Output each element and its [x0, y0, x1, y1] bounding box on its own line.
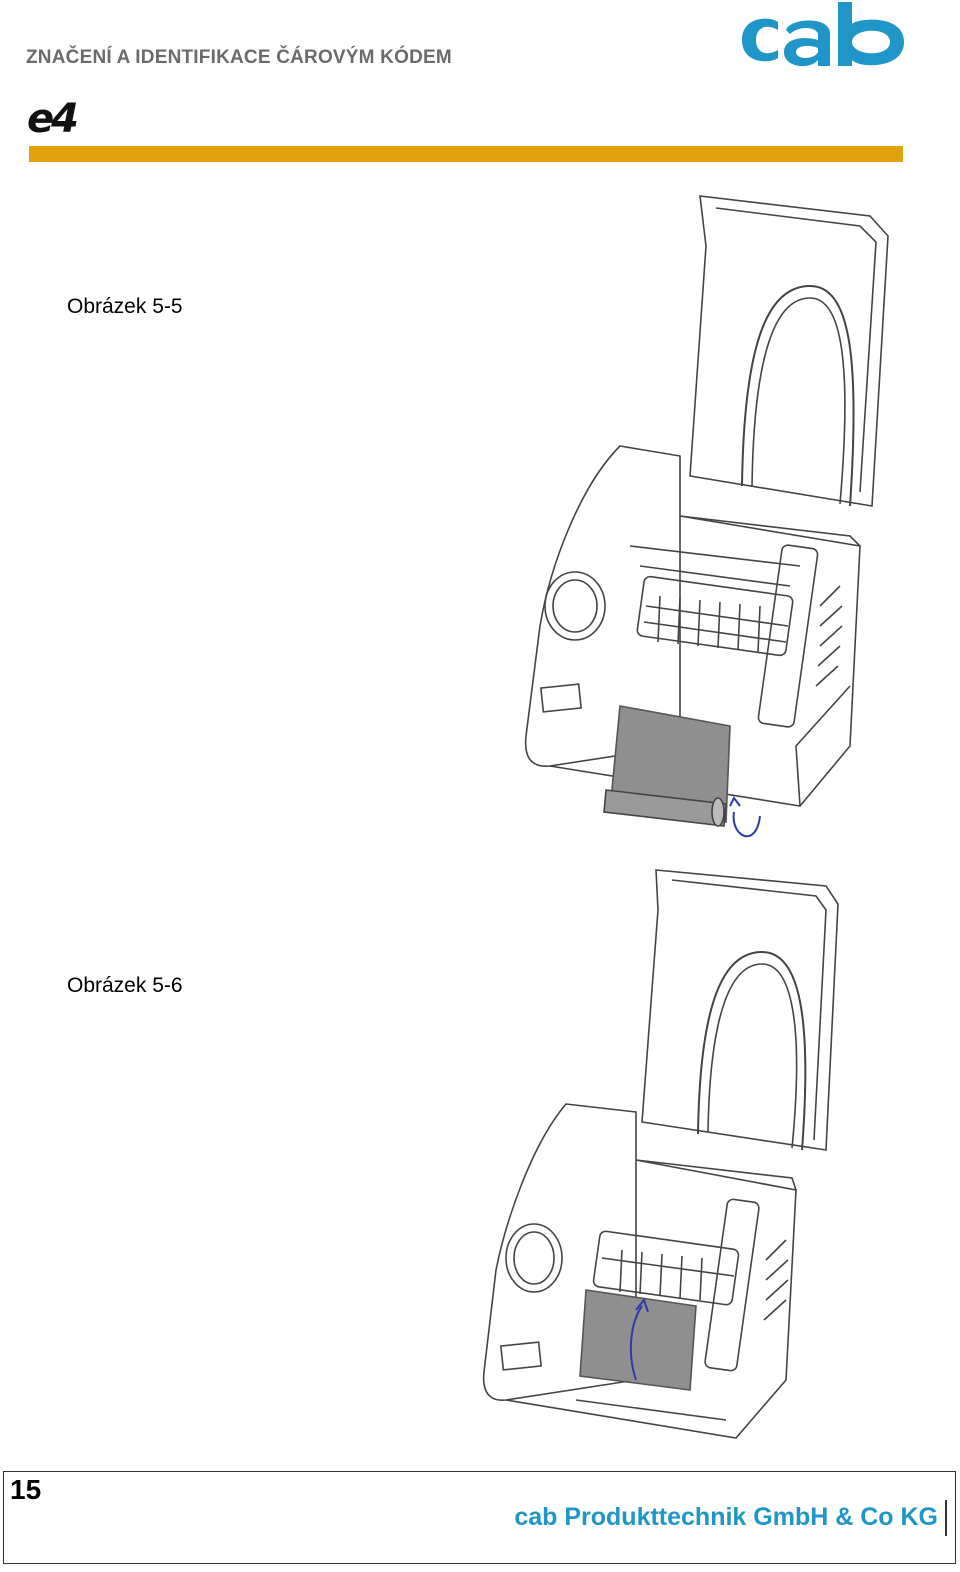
header-title: ZNAČENÍ A IDENTIFIKACE ČÁROVÝM KÓDEM [26, 47, 452, 68]
page-number: 15 [10, 1474, 42, 1505]
model-logo: e4 [27, 96, 79, 142]
footer-box [3, 1471, 956, 1564]
figure-caption: Obrázek 5-6 [67, 974, 183, 997]
printer-illustration [482, 869, 839, 1439]
header-accent-bar [29, 146, 903, 162]
figure-caption: Obrázek 5-5 [67, 295, 183, 318]
footer-company: cab Produkttechnik GmbH & Co KG [514, 1503, 938, 1531]
footer-divider [945, 1500, 947, 1536]
cab-logo [742, 2, 904, 67]
printer-illustration [524, 195, 889, 838]
